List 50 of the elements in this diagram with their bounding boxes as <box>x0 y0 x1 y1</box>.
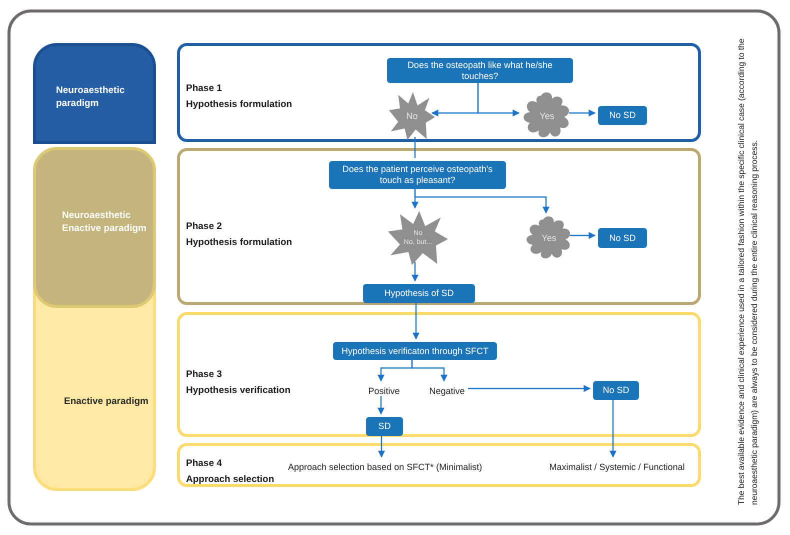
starburst-shape <box>388 211 448 265</box>
arrow <box>378 433 385 458</box>
outcome-text: Negative <box>423 384 471 399</box>
process-box: SD <box>366 417 403 436</box>
phase-title: Phase 2 <box>186 221 222 232</box>
paradigm-band <box>33 147 156 308</box>
arrow <box>477 80 520 116</box>
answer-label: Yes <box>542 234 556 243</box>
process-box: No SD <box>593 381 639 400</box>
phase-panel <box>177 148 701 305</box>
arrow <box>412 300 420 340</box>
answer-label: Yes <box>540 112 554 120</box>
process-box: Hypothesis of SD <box>363 284 475 303</box>
outcome-text: Maximalist / Systemic / Functional <box>546 460 688 475</box>
phase-subtitle: Approach selection <box>186 474 274 485</box>
arrow <box>468 385 591 392</box>
answer-label: No <box>406 112 418 120</box>
process-box: Does the patient perceive osteopath's touch as pleasant? <box>329 161 506 189</box>
paradigm-label: Neuroaesthetic paradigm <box>56 84 126 110</box>
phase-panel <box>177 443 701 487</box>
process-box: Hypothesis verificaton through SFCT <box>333 342 497 360</box>
connector-line <box>414 137 416 158</box>
side-note: The best available evidence and clinical experience used in a tailored fashion within the specific clinical case (according to the neuroaesthetic paradigm) are always to be considered during the entire clinical reasoning process. <box>735 38 760 505</box>
process-box: No SD <box>598 228 647 248</box>
phase-subtitle: Hypothesis formulation <box>186 99 292 110</box>
arrow <box>610 397 616 458</box>
arrow <box>570 232 596 239</box>
phase-subtitle: Hypothesis formulation <box>186 237 292 248</box>
phase-panel <box>177 312 701 437</box>
phase-panel <box>177 43 701 142</box>
arrow <box>414 186 550 214</box>
outcome-text: Positive <box>361 384 407 399</box>
process-box: No SD <box>598 106 647 125</box>
arrow <box>412 262 418 282</box>
starburst-shape <box>389 92 435 140</box>
arrow <box>411 357 448 382</box>
phase-subtitle: Hypothesis verification <box>186 385 291 396</box>
arrow <box>569 110 596 116</box>
paradigm-band <box>33 43 156 144</box>
paradigm-band <box>33 147 156 491</box>
phase-title: Phase 3 <box>186 369 222 380</box>
flower-shape <box>522 92 572 140</box>
arrow <box>378 396 384 415</box>
flower-shape <box>525 216 573 261</box>
paradigm-label: Neuroaesthetic Enactive paradigm <box>62 209 148 235</box>
phase-title: Phase 4 <box>186 458 222 469</box>
phase-title: Phase 1 <box>186 83 222 94</box>
process-box: Does the osteopath like what he/she touches? <box>387 58 573 83</box>
outcome-text: Approach selection based on SFCT* (Minimalist) <box>288 460 482 475</box>
paradigm-label: Enactive paradigm <box>64 395 150 408</box>
